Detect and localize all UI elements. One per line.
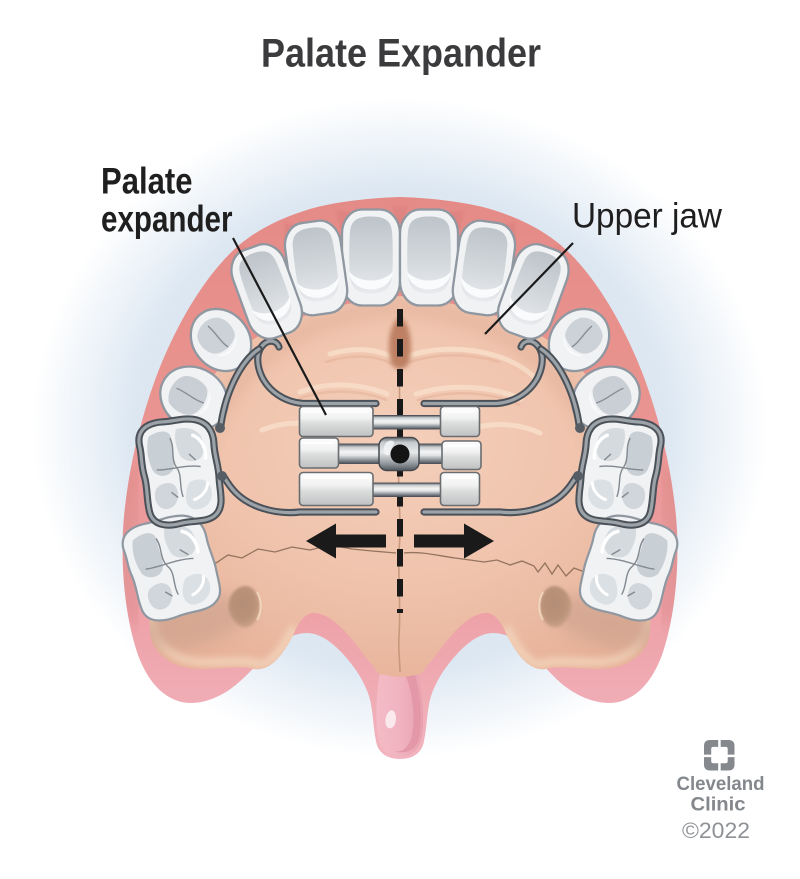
svg-text:Palate Expander: Palate Expander: [261, 32, 541, 76]
svg-text:expander: expander: [101, 199, 233, 240]
svg-text:©2022: ©2022: [682, 818, 750, 843]
svg-text:Clinic: Clinic: [691, 794, 746, 816]
svg-text:Upper jaw: Upper jaw: [572, 197, 723, 236]
svg-text:Cleveland: Cleveland: [677, 773, 765, 795]
svg-text:Palate: Palate: [101, 161, 193, 202]
